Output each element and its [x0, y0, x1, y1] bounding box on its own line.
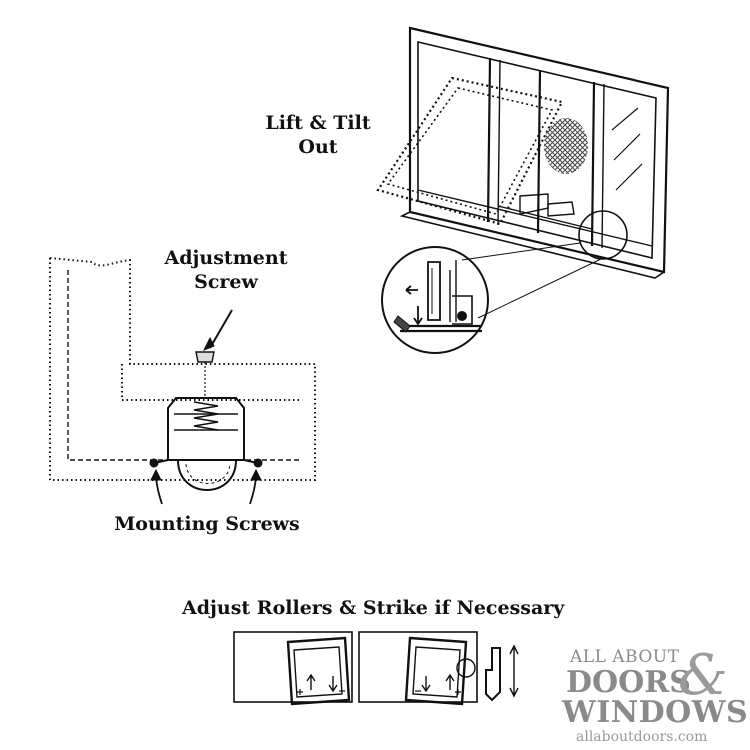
adjust-rollers-illustration — [233, 631, 519, 706]
logo-line-doors: DOORS — [566, 665, 691, 700]
logo-line-all-about: ALL ABOUT — [570, 647, 680, 667]
sliding-window-illustration — [376, 26, 670, 319]
logo-ampersand: & — [678, 643, 728, 708]
lift-tilt-line-2: Out — [298, 135, 338, 158]
roller-mounting-illustration — [49, 257, 316, 505]
lift-tilt-out-label: Lift & Tilt Out — [262, 112, 374, 160]
roller-detail-zoom — [381, 246, 489, 354]
all-about-doors-windows-logo: ALL ABOUT DOORS & WINDOWS allaboutdoors.… — [560, 643, 749, 745]
adjustment-line-1: Adjustment — [164, 247, 288, 269]
adjustment-screw-label: Adjustment Screw — [160, 247, 292, 295]
logo-url: allaboutdoors.com — [576, 729, 708, 745]
adjust-rollers-label: Adjust Rollers & Strike if Necessary — [182, 597, 565, 619]
adjustment-line-2: Screw — [194, 270, 258, 293]
lift-tilt-line-1: Lift & Tilt — [265, 112, 371, 134]
logo-line-windows: WINDOWS — [562, 695, 749, 730]
mounting-screws-label: Mounting Screws — [114, 513, 300, 535]
